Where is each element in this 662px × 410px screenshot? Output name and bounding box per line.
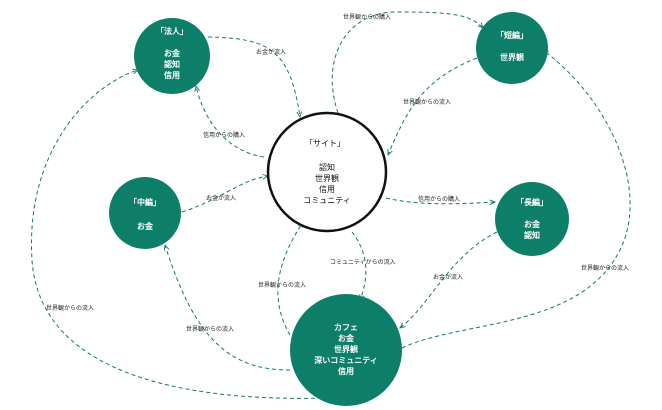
edge-site-to-hojin — [196, 86, 265, 158]
node-hojin-line-3: 認知 — [164, 59, 180, 69]
node-cafe-line-1: お金 — [338, 333, 355, 343]
edge-label-cafe-to-site: 世界観からの流入 — [258, 281, 306, 289]
edge-label-hojin-to-site: お金が流入 — [256, 48, 286, 56]
node-site-circle — [266, 111, 388, 233]
node-chuhen: 「中編」 お金 — [109, 177, 181, 249]
edge-label-cafe-to-tanpen: 世界観からの流入 — [581, 264, 629, 272]
node-site: 「サイト」 認知 世界観 信用 コミュニティ — [266, 111, 388, 233]
node-tanpen-circle — [476, 12, 548, 84]
node-chohen: 「長編」 お金 認知 — [495, 182, 569, 256]
edge-tanpen-to-site — [388, 57, 478, 155]
node-hojin-line-0: 「法人」 — [156, 26, 188, 36]
node-cafe-circle — [290, 294, 402, 406]
edge-cafe-to-chuhen — [165, 245, 291, 371]
edge-label-site-to-hojin: 信用からの購入 — [203, 131, 245, 139]
edge-cafe-to-hojin — [31, 70, 351, 399]
edge-cafe-to-site — [277, 222, 303, 336]
edge-label-chuhen-to-site: お金が流入 — [206, 194, 236, 202]
edge-label-tanpen-to-site: 世界観からの流入 — [403, 98, 451, 106]
node-site-line-2: 認知 — [319, 162, 335, 172]
node-cafe-line-2: 世界観 — [334, 344, 358, 354]
node-chuhen-line-0: 「中編」 — [129, 197, 161, 207]
edge-label-site-to-chohen: 信用からの購入 — [418, 195, 460, 203]
node-tanpen-line-0: 「短編」 — [496, 30, 528, 40]
edge-label-cafe-to-hojin: 世界観からの流入 — [46, 304, 94, 312]
node-tanpen-line-2: 世界観 — [500, 52, 524, 62]
edge-cafe-to-tanpen — [401, 50, 631, 349]
edge-site-to-cafe — [351, 231, 367, 300]
node-chohen-line-3: 認知 — [524, 230, 540, 240]
node-chohen-line-2: お金 — [524, 219, 541, 229]
edge-chohen-to-cafe — [400, 231, 498, 328]
edge-site-to-tanpen — [331, 11, 483, 114]
node-site-line-3: 世界観 — [315, 173, 339, 183]
node-chuhen-circle — [109, 177, 181, 249]
node-cafe-line-4: 信用 — [338, 366, 354, 376]
node-hojin: 「法人」 お金 認知 信用 — [134, 18, 210, 94]
node-chohen-line-0: 「長編」 — [516, 197, 548, 207]
node-cafe-line-3: 深いコミュニティ — [314, 355, 378, 365]
edge-label-chohen-to-cafe: お金が流入 — [433, 273, 463, 281]
node-chohen-circle — [495, 182, 569, 256]
node-cafe-line-0: カフェ — [334, 323, 358, 332]
edge-label-site-to-cafe: コミュニティからの流入 — [330, 258, 396, 266]
node-site-line-0: 「サイト」 — [305, 139, 345, 148]
edge-label-cafe-to-chuhen: 世界観からの流入 — [186, 325, 234, 333]
node-site-line-4: 信用 — [319, 184, 335, 194]
node-hojin-line-4: 信用 — [164, 70, 180, 80]
edge-chuhen-to-site — [181, 176, 268, 213]
node-chuhen-line-2: お金 — [137, 221, 154, 231]
node-cafe: カフェ お金 世界観 深いコミュニティ 信用 — [290, 294, 402, 406]
node-tanpen: 「短編」 世界観 — [476, 12, 548, 84]
node-hojin-circle — [134, 18, 210, 94]
node-hojin-line-2: お金 — [164, 48, 181, 58]
edge-label-site-to-tanpen: 世界観からの購入 — [343, 13, 391, 21]
node-site-line-5: コミュニティ — [303, 196, 351, 205]
edge-hojin-to-site — [207, 36, 300, 117]
